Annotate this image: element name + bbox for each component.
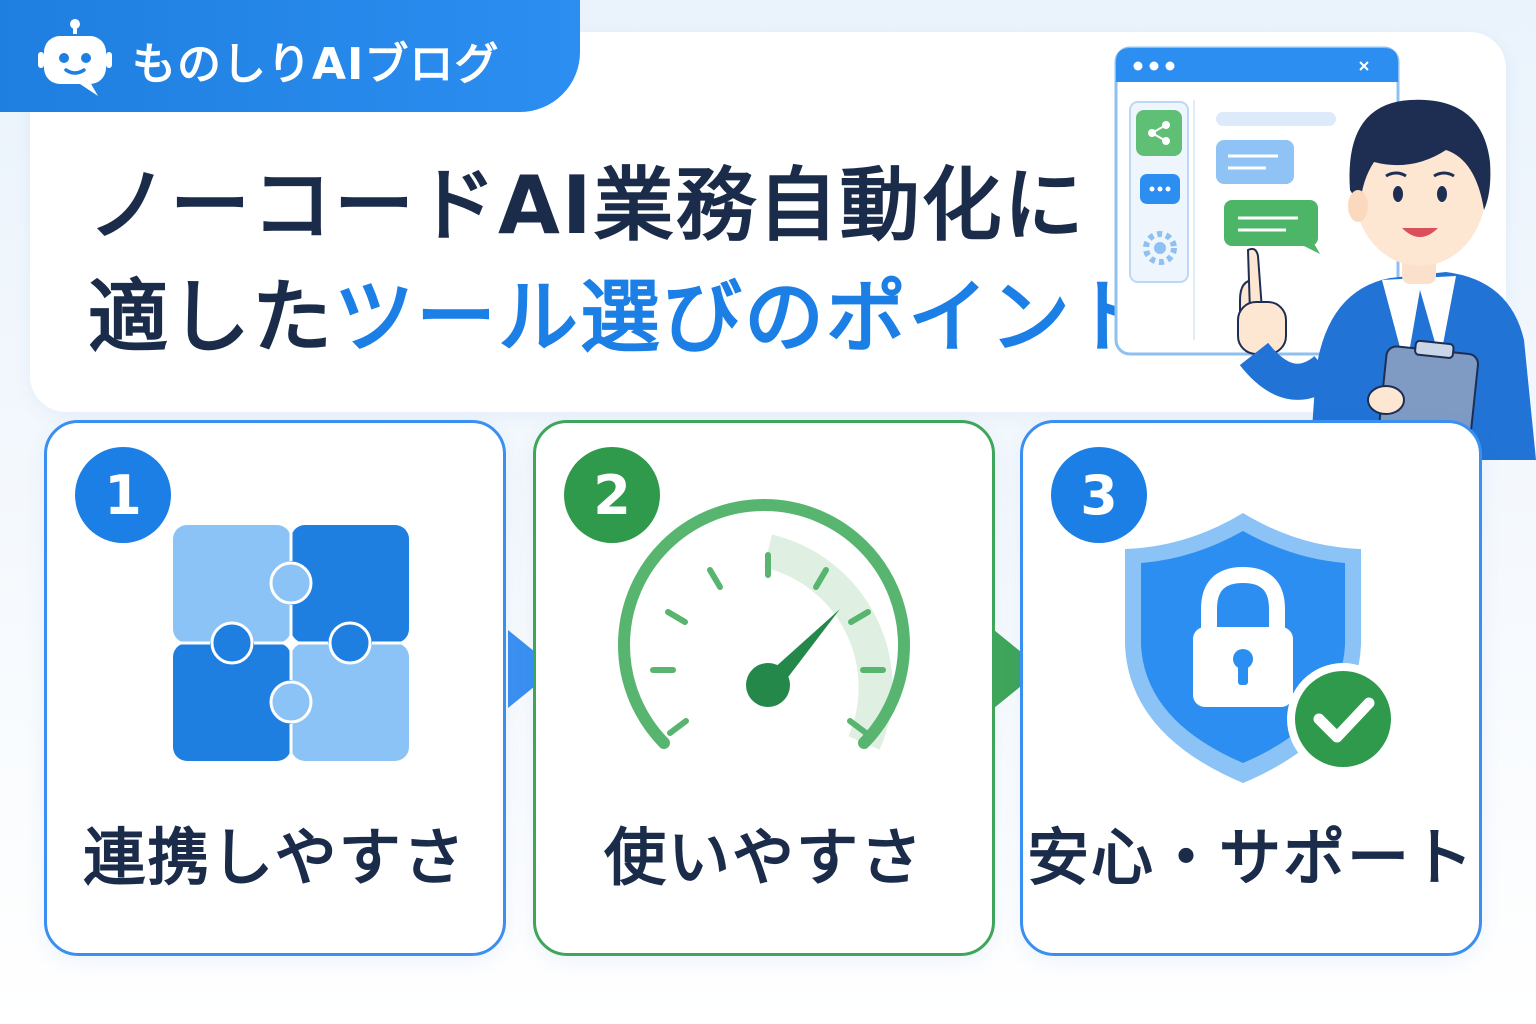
point-number-1: 1 (75, 447, 171, 543)
brand-name[interactable]: ものしりAIブログ (132, 39, 500, 90)
person-icon (1237, 99, 1536, 460)
shield-lock-icon (1125, 513, 1399, 783)
point-number-3: 3 (1051, 447, 1147, 543)
point-number-2: 2 (564, 447, 660, 543)
point-label-2: 使いやすさ (603, 821, 924, 894)
title-highlight: ツール選びのポイント (334, 271, 1154, 364)
page-title-line2: 適したツール選びのポイント (88, 278, 1154, 358)
arrow-right-icon (508, 630, 556, 708)
puzzle-icon (173, 525, 409, 761)
browser-window-icon (1114, 46, 1400, 356)
point-card-2[interactable]: 2 使いやすさ (533, 420, 995, 956)
page-title-line1: ノーコードAI業務自動化に (88, 159, 1086, 252)
robot-icon (38, 19, 112, 96)
person-with-app-illustration (1114, 46, 1536, 460)
point-card-3[interactable]: 3 安心・サポート (1020, 420, 1482, 956)
title-prefix: 適した (88, 271, 334, 364)
point-label-1: 連携しやすさ (83, 821, 467, 894)
point-label-3: 安心・サポート (1026, 821, 1475, 894)
point-card-1[interactable]: 1 連携しやすさ (44, 420, 506, 956)
arrow-right-icon (994, 630, 1042, 708)
speedometer-icon (618, 499, 910, 750)
